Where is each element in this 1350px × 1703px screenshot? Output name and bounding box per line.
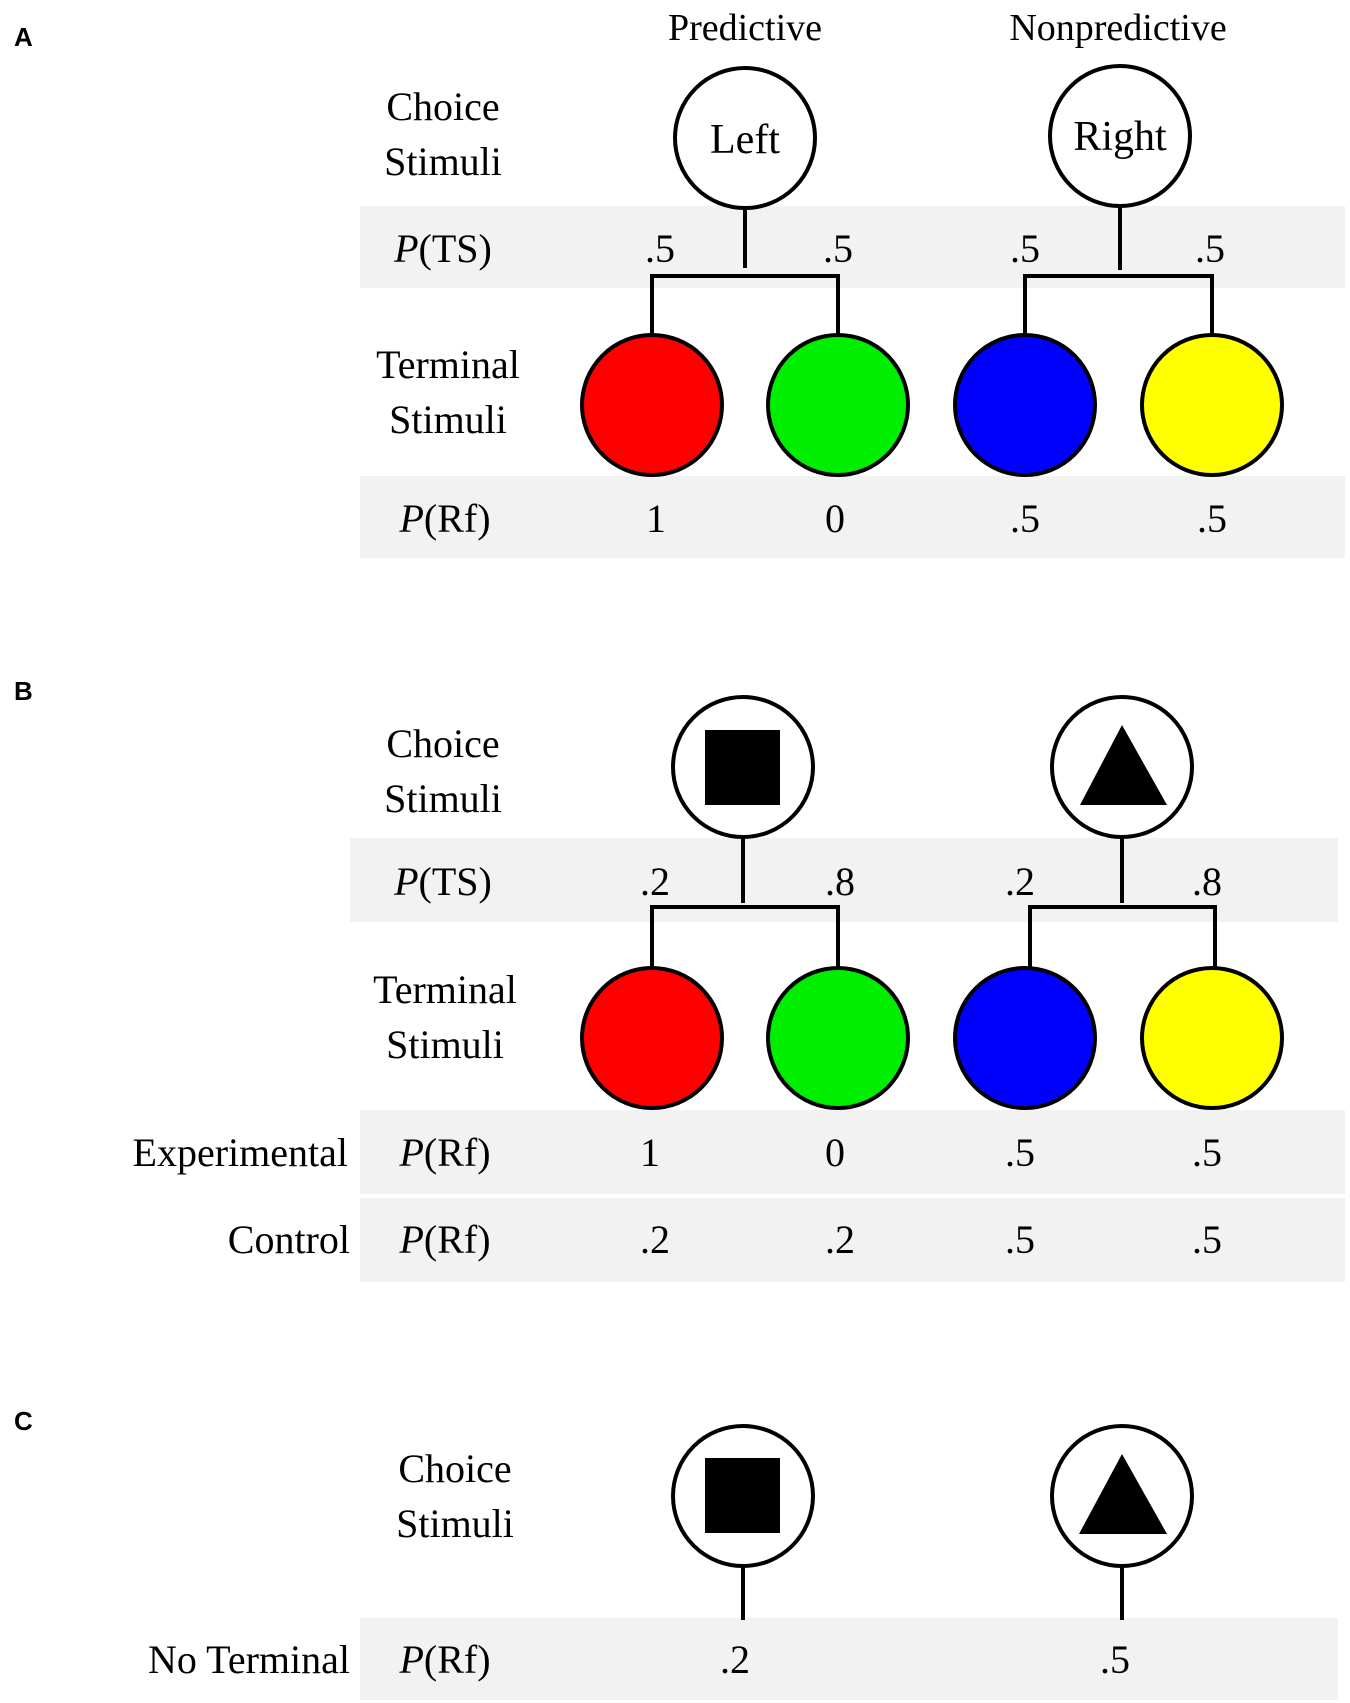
- ts-value: .2: [1005, 859, 1035, 904]
- terminal-stimulus-blue: [953, 966, 1097, 1110]
- control-group-label: Control: [228, 1217, 350, 1262]
- rf-row-label: P(Rf): [398, 1130, 490, 1175]
- rf-row-label: P(Rf): [398, 1637, 490, 1682]
- terminal-stimulus-yellow: [1140, 333, 1284, 477]
- terminal-stimulus-yellow: [1140, 966, 1284, 1110]
- triangle-icon: [1080, 725, 1167, 805]
- rf-value: .5: [1197, 496, 1227, 541]
- rf-value: .2: [825, 1217, 855, 1262]
- rf-value: 1: [646, 496, 666, 541]
- ts-value: .5: [1195, 226, 1225, 271]
- panel-c-label: C: [14, 1406, 33, 1436]
- choice-stimuli-label-line2: Stimuli: [384, 139, 502, 184]
- rf-experimental-band: [360, 1110, 1345, 1194]
- panel-b: B Choice Stimuli P(TS) .2 .8 .2 .8 Termi…: [14, 676, 1345, 1282]
- terminal-stimuli-label-line2: Stimuli: [386, 1022, 504, 1067]
- group-label-nonpredictive: Nonpredictive: [1009, 7, 1226, 49]
- choice-stimuli-label-line1: Choice: [398, 1446, 511, 1491]
- no-terminal-group-label: No Terminal: [148, 1637, 350, 1682]
- rf-value: .5: [1005, 1217, 1035, 1262]
- rf-row-band: [360, 1618, 1338, 1700]
- rf-row-label: P(Rf): [398, 496, 490, 541]
- ts-row-label: P(TS): [393, 859, 492, 904]
- panel-c: C Choice Stimuli No Terminal P(Rf) .2 .5: [14, 1406, 1338, 1700]
- terminal-stimulus-green: [766, 966, 910, 1110]
- square-icon: [705, 730, 780, 805]
- group-label-predictive: Predictive: [668, 7, 822, 49]
- terminal-stimulus-red: [580, 966, 724, 1110]
- panel-b-label: B: [14, 676, 33, 706]
- choice-stimulus-left-label: Left: [710, 117, 780, 163]
- rf-value: 1: [640, 1130, 660, 1175]
- ts-value: .5: [1010, 226, 1040, 271]
- rf-row-band: [360, 476, 1345, 558]
- rf-value: .2: [720, 1637, 750, 1682]
- ts-value: .2: [640, 859, 670, 904]
- choice-stimulus-right: [1048, 64, 1192, 208]
- terminal-stimuli-label-line1: Terminal: [376, 342, 520, 387]
- rf-row-label: P(Rf): [398, 1217, 490, 1262]
- rf-value: .5: [1005, 1130, 1035, 1175]
- ts-value: .5: [823, 226, 853, 271]
- choice-stimuli-label-line2: Stimuli: [396, 1501, 514, 1546]
- choice-stimuli-label-line1: Choice: [386, 721, 499, 766]
- rf-value: .5: [1192, 1217, 1222, 1262]
- choice-stimuli-label-line1: Choice: [386, 84, 499, 129]
- rf-value: .5: [1192, 1130, 1222, 1175]
- choice-stimulus-left: [673, 66, 817, 210]
- terminal-stimulus-blue: [953, 333, 1097, 477]
- terminal-stimuli-label-line1: Terminal: [373, 967, 517, 1012]
- rf-value: .5: [1010, 496, 1040, 541]
- terminal-stimuli-label-line2: Stimuli: [389, 397, 507, 442]
- rf-value: .2: [640, 1217, 670, 1262]
- ts-value: .5: [645, 226, 675, 271]
- experimental-group-label: Experimental: [133, 1130, 348, 1175]
- choice-stimulus-right-label: Right: [1073, 114, 1167, 160]
- choice-stimuli-label-line2: Stimuli: [384, 776, 502, 821]
- panel-a-label: A: [14, 22, 33, 52]
- rf-value: .5: [1100, 1637, 1130, 1682]
- rf-value: 0: [825, 496, 845, 541]
- square-icon: [705, 1458, 780, 1533]
- terminal-stimulus-red: [580, 333, 724, 477]
- rf-control-band: [360, 1198, 1345, 1282]
- terminal-stimulus-green: [766, 333, 910, 477]
- triangle-icon: [1079, 1454, 1167, 1534]
- panel-a: A Predictive Nonpredictive Choice Stimul…: [14, 7, 1345, 558]
- ts-row-label: P(TS): [393, 226, 492, 271]
- ts-value: .8: [825, 859, 855, 904]
- rf-value: 0: [825, 1130, 845, 1175]
- ts-value: .8: [1192, 859, 1222, 904]
